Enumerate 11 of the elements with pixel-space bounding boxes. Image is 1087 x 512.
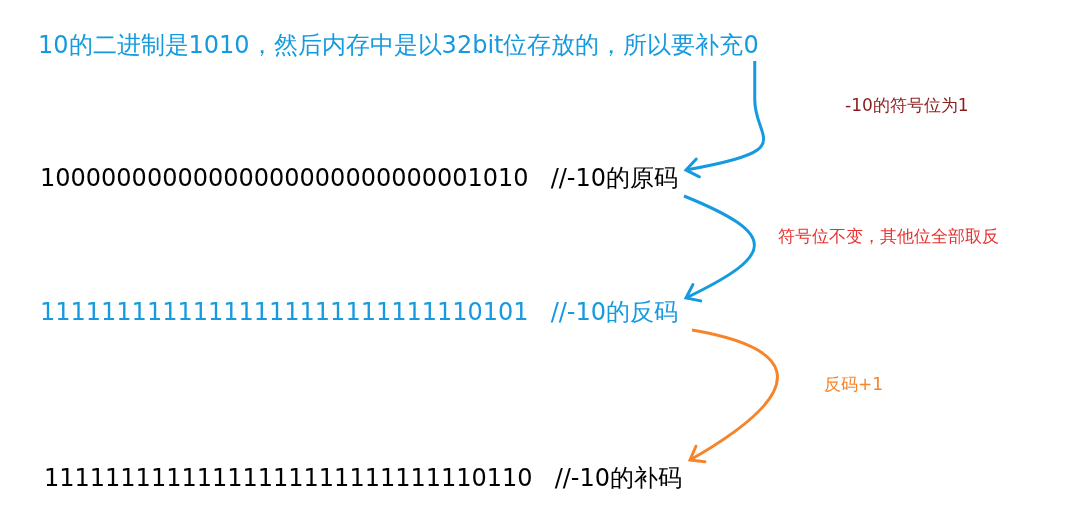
- code-comment: //-10的补码: [554, 463, 682, 494]
- binary-number: 11111111111111111111111111110101: [40, 297, 529, 328]
- binary-number: 10000000000000000000000000001010: [40, 163, 529, 194]
- edge-label: 符号位不变，其他位全部取反: [776, 225, 1001, 247]
- binary-number: 11111111111111111111111111110110: [44, 463, 533, 494]
- code-comment: //-10的反码: [550, 297, 678, 328]
- code-comment: //-10的原码: [550, 163, 678, 194]
- note-text: 10的二进制是1010，然后内存中是以32bit位存放的，所以要补充0: [38, 29, 759, 61]
- arrow: [683, 194, 756, 303]
- arrow: [688, 328, 779, 463]
- arrow: [684, 61, 765, 179]
